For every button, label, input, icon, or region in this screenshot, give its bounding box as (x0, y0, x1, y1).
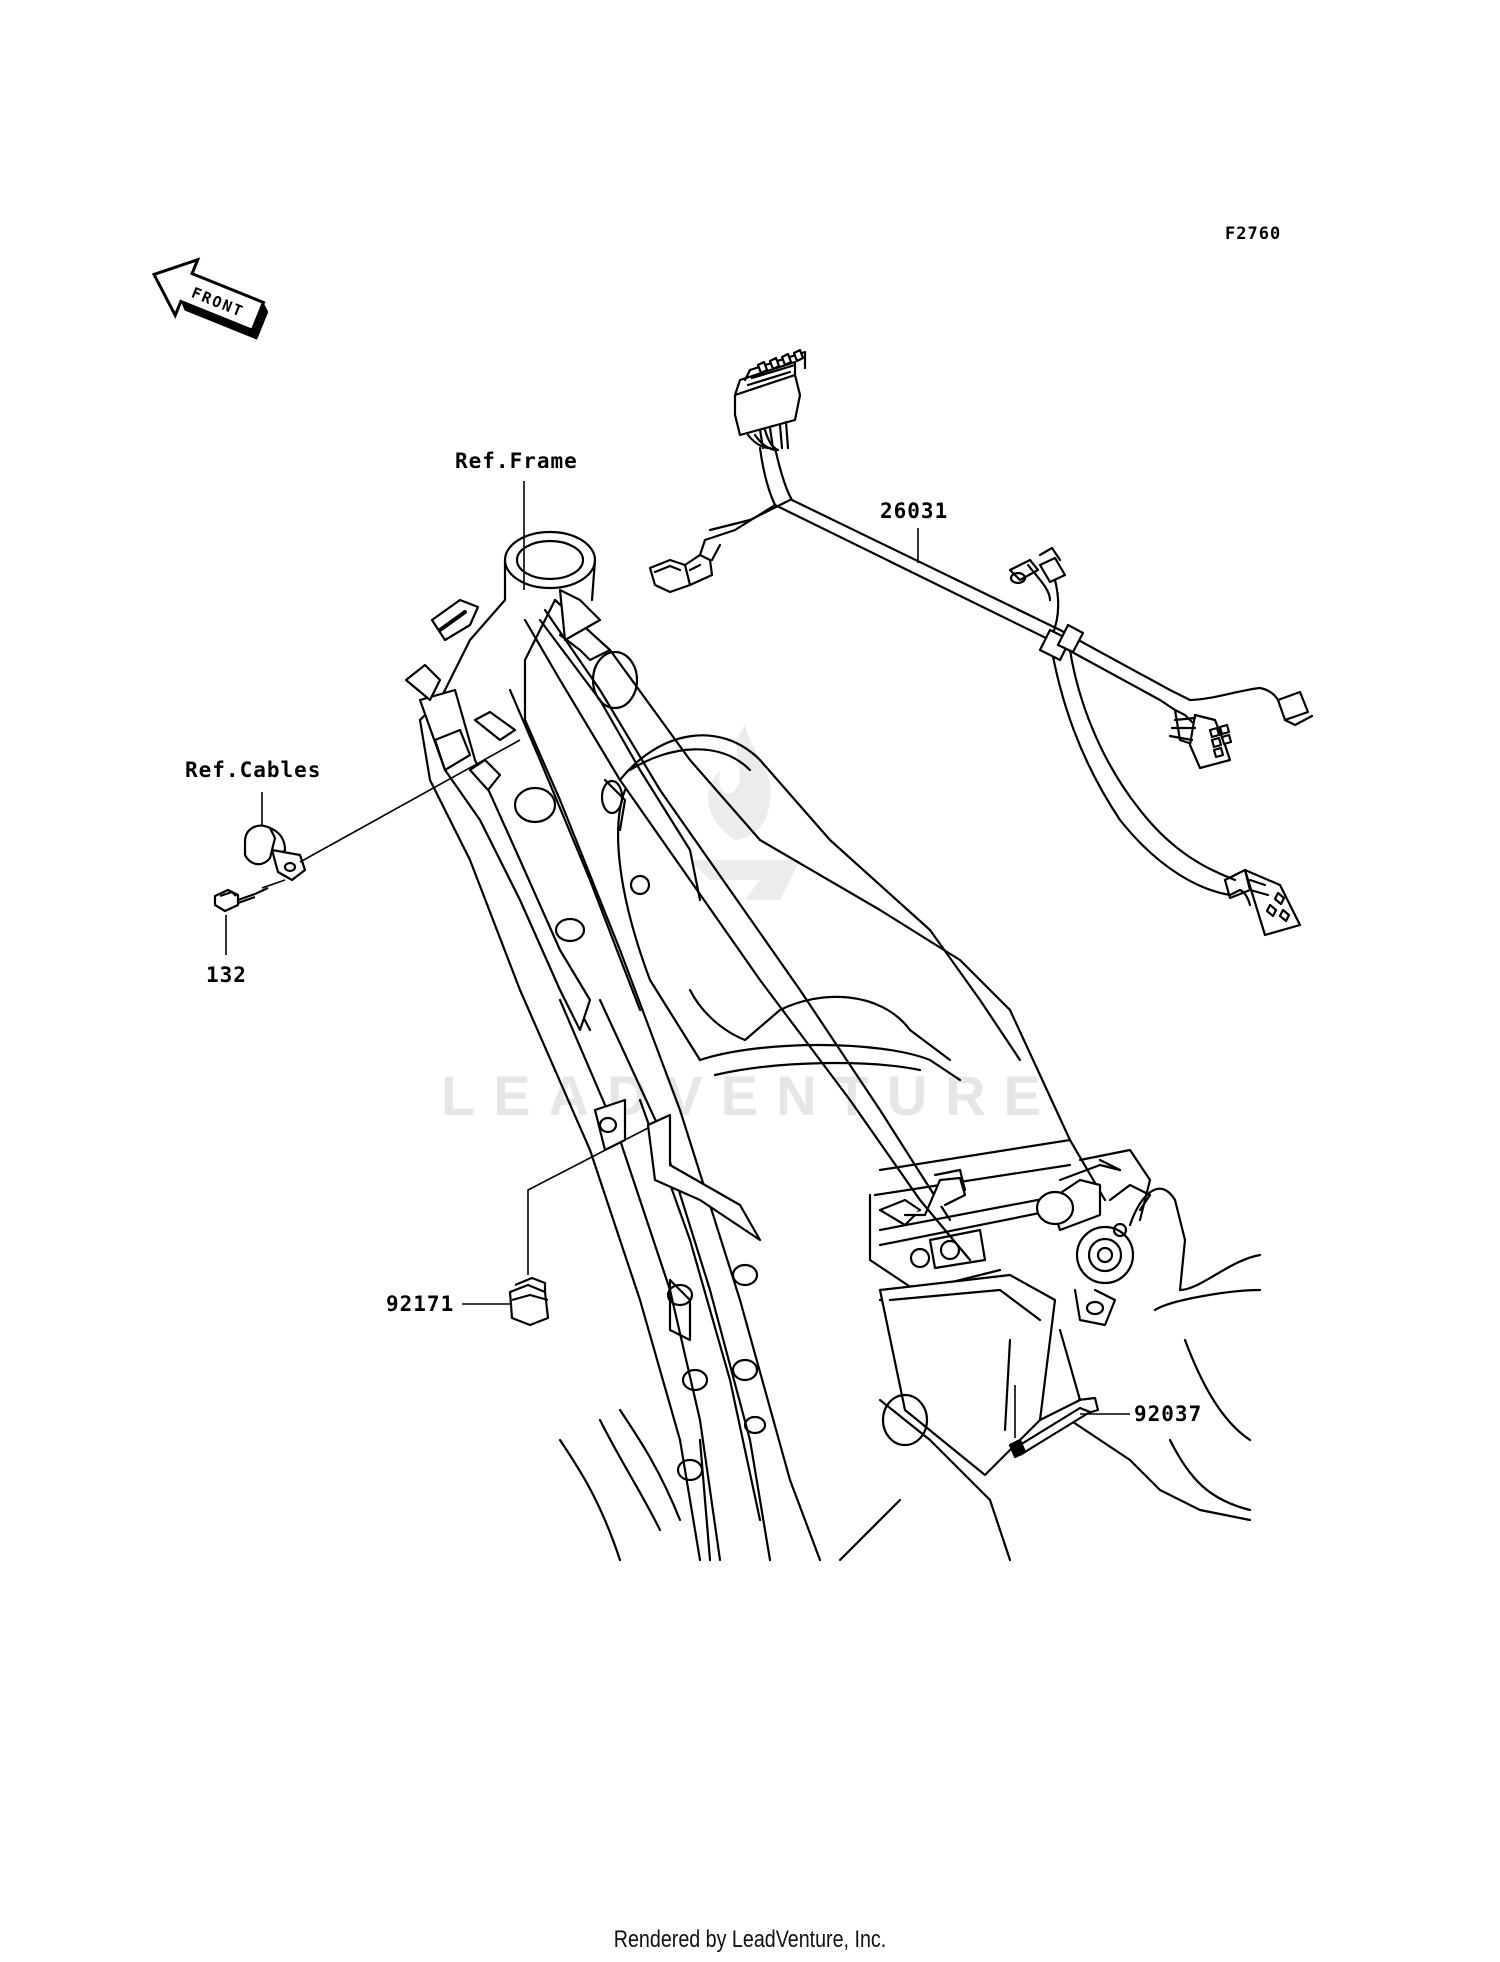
part-number-132: 132 (206, 963, 247, 987)
part-number-92171: 92171 (386, 1292, 454, 1316)
ref-cables-label: Ref.Cables (185, 758, 321, 782)
part-number-92037: 92037 (1134, 1402, 1202, 1426)
front-direction-arrow-icon: FRONT (151, 257, 269, 340)
leader-lines (225, 481, 1130, 1438)
ref-frame-label: Ref.Frame (455, 449, 578, 473)
part-number-26031: 26031 (880, 499, 948, 523)
clip-92171-drawing (508, 1276, 550, 1327)
harness-26031-drawing (648, 348, 1314, 937)
frame-drawing (404, 530, 1262, 1562)
band-92037-drawing (1008, 1396, 1100, 1459)
figure-code: F2760 (1225, 224, 1281, 244)
leader-cables-to-frame (299, 739, 521, 863)
leader-bolt-hole (261, 879, 286, 889)
leadventure-watermark: LEADVENTURE (441, 725, 1059, 1127)
cable-clamp-drawing (213, 824, 307, 913)
watermark-text: LEADVENTURE (441, 1064, 1059, 1127)
leader-clip (527, 1127, 649, 1275)
footer-credit: Rendered by LeadVenture, Inc. (613, 1926, 887, 1953)
